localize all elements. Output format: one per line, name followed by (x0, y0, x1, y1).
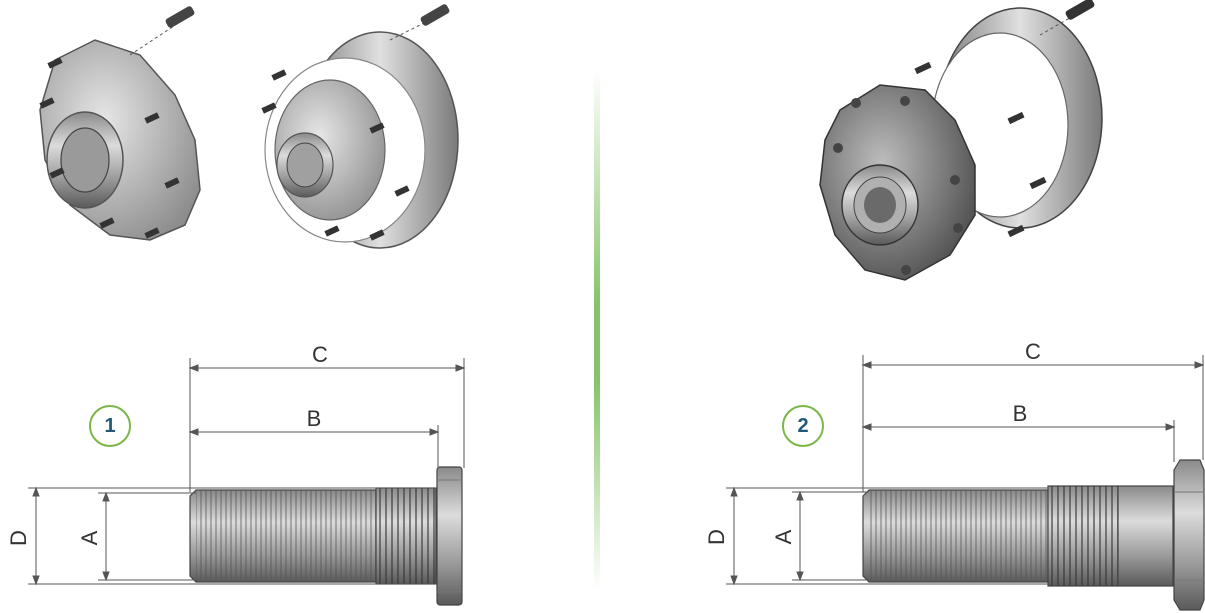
variant-badge-1-label: 1 (104, 414, 116, 437)
hub-assembly-right-illustration (819, 0, 1103, 281)
variant-badge-2: 2 (782, 405, 824, 447)
dimension-lines-1 (28, 358, 466, 586)
wheel-stud-1-illustration (189, 466, 463, 606)
hub-flange-left-illustration (39, 6, 201, 241)
hub-drum-illustration (261, 4, 459, 249)
variant-badge-2-label: 2 (797, 414, 809, 437)
variant-badge-1: 1 (89, 405, 131, 447)
dimension-label-c-2: C (1025, 339, 1041, 364)
panel-divider (594, 70, 600, 590)
dimension-label-a-1: A (77, 530, 102, 545)
dimension-lines-2 (726, 355, 1205, 586)
dimension-label-d-1: D (6, 530, 31, 546)
dimension-label-b-2: B (1013, 401, 1028, 426)
dimension-label-d-2: D (704, 529, 729, 545)
wheel-stud-2-illustration (862, 459, 1205, 611)
dimension-label-c-1: C (312, 342, 328, 367)
dimension-label-a-2: A (771, 529, 796, 544)
dimension-label-b-1: B (307, 406, 322, 431)
